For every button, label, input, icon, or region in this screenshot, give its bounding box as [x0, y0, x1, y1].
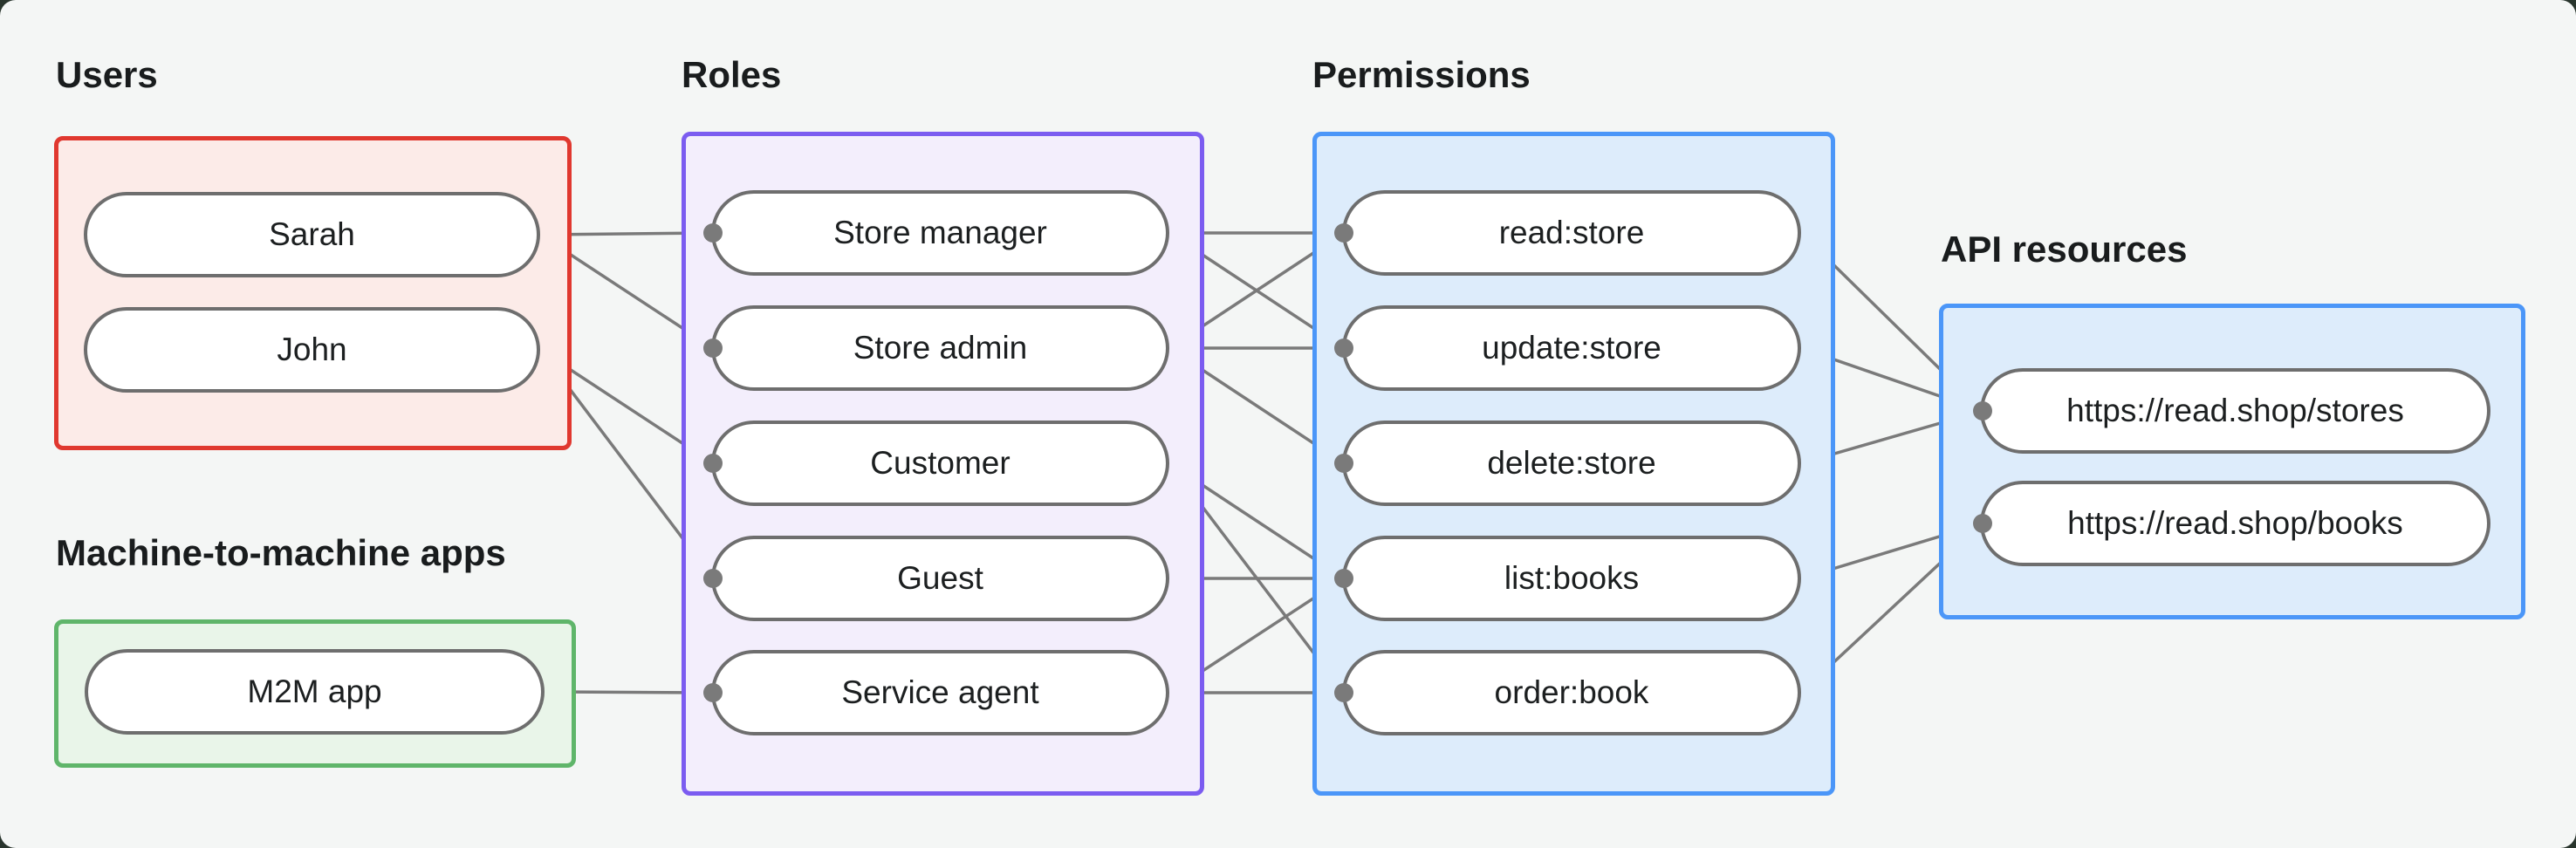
m2m-apps-group-label: Machine-to-machine apps	[56, 532, 506, 573]
users-group-label: Users	[56, 54, 158, 95]
permissions-group-label: Permissions	[1312, 54, 1531, 95]
node-role-service-agent: Service agent	[711, 650, 1169, 735]
api-resources-group-label: API resources	[1941, 229, 2188, 270]
roles-group-label: Roles	[682, 54, 782, 95]
api-resources-group-box	[1939, 304, 2525, 619]
node-role-customer: Customer	[711, 421, 1169, 506]
node-permission-delete-store: delete:store	[1342, 421, 1801, 506]
node-api-resource-books: https://read.shop/books	[1980, 481, 2490, 566]
node-permission-update-store: update:store	[1342, 305, 1801, 391]
node-user-john: John	[84, 307, 540, 393]
node-user-sarah: Sarah	[84, 192, 540, 277]
node-api-resource-stores: https://read.shop/stores	[1980, 368, 2490, 454]
users-group-box	[54, 136, 572, 450]
node-m2m-app: M2M app	[85, 649, 545, 735]
node-permission-list-books: list:books	[1342, 536, 1801, 621]
node-role-guest: Guest	[711, 536, 1169, 621]
node-role-store-manager: Store manager	[711, 190, 1169, 276]
node-permission-read-store: read:store	[1342, 190, 1801, 276]
node-permission-order-book: order:book	[1342, 650, 1801, 735]
node-role-store-admin: Store admin	[711, 305, 1169, 391]
